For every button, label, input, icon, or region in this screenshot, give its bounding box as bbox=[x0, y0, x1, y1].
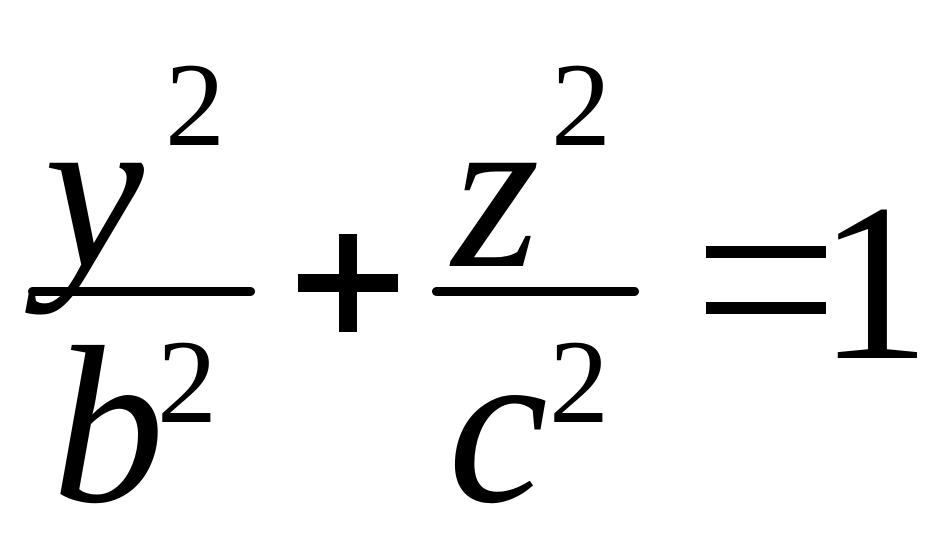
equals-sign bbox=[706, 246, 826, 314]
numerator-y-exponent: 2 bbox=[165, 38, 225, 171]
numerator-z: z bbox=[452, 65, 540, 315]
denominator-b-exponent: 2 bbox=[157, 315, 217, 448]
numerator-y: y bbox=[44, 65, 144, 315]
fraction-bar-1 bbox=[28, 287, 255, 296]
plus-sign bbox=[298, 234, 398, 332]
denominator-c-exponent: 2 bbox=[549, 315, 609, 448]
fraction-bar-2 bbox=[432, 287, 639, 296]
denominator-b: b bbox=[52, 300, 165, 550]
equation: y 2 b 2 + z 2 c 2 = 1 bbox=[28, 38, 931, 538]
numerator-z-exponent: 2 bbox=[551, 38, 611, 171]
rhs-one: 1 bbox=[818, 157, 931, 407]
denominator-c: c bbox=[448, 300, 548, 550]
